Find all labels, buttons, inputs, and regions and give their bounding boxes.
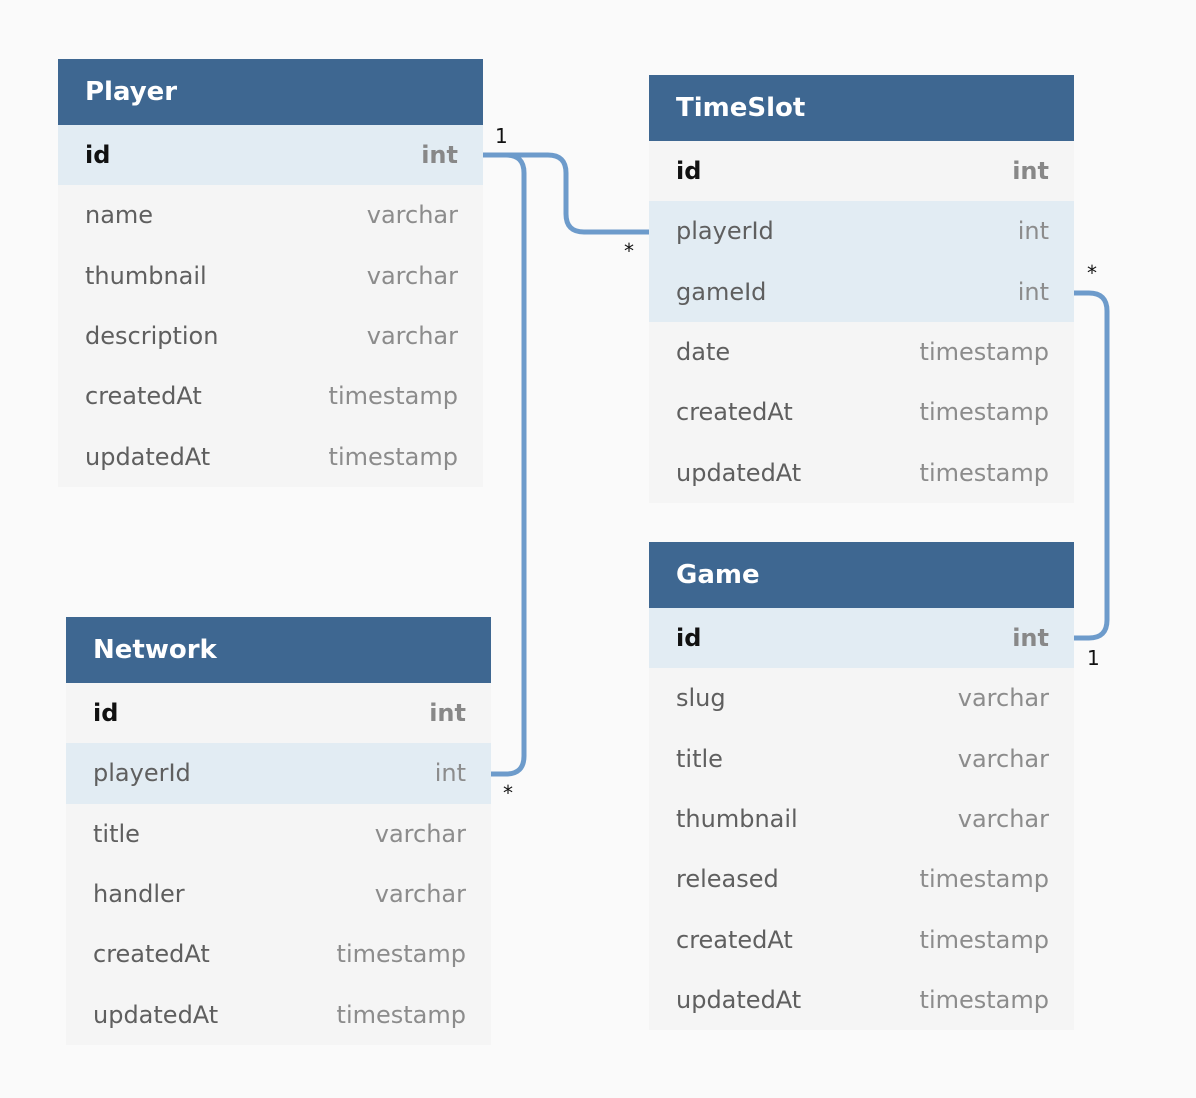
column-type: int <box>421 141 458 170</box>
column-name: updatedAt <box>676 985 802 1014</box>
column-type: int <box>1017 277 1049 306</box>
cardinality-timeslot-game-many: * <box>1087 261 1097 285</box>
column-name: id <box>676 157 702 186</box>
connector-player-timeslot[interactable] <box>480 152 652 235</box>
column-type: timestamp <box>919 458 1049 487</box>
table-row[interactable]: updatedAt timestamp <box>66 984 491 1044</box>
column-type: varchar <box>366 322 458 351</box>
table-row[interactable]: updatedAt timestamp <box>58 426 483 486</box>
table-header[interactable]: Game <box>649 542 1074 608</box>
table-row[interactable]: id int <box>649 608 1074 669</box>
column-name: date <box>676 338 731 367</box>
column-type: varchar <box>957 744 1049 773</box>
column-type: varchar <box>957 805 1049 834</box>
table-game[interactable]: Game id int slug varchar title varchar t… <box>649 542 1074 1031</box>
table-header[interactable]: Player <box>58 59 483 125</box>
column-type: timestamp <box>336 1000 466 1029</box>
table-row[interactable]: updatedAt timestamp <box>649 442 1074 502</box>
connector-player-network[interactable] <box>480 152 527 777</box>
column-type: int <box>1012 157 1049 186</box>
table-row[interactable]: playerId int <box>66 743 491 804</box>
table-row[interactable]: thumbnail varchar <box>58 246 483 306</box>
table-row[interactable]: description varchar <box>58 306 483 366</box>
table-row[interactable]: createdAt timestamp <box>649 909 1074 969</box>
table-row[interactable]: thumbnail varchar <box>649 789 1074 849</box>
column-name: createdAt <box>676 398 793 427</box>
table-row[interactable]: gameId int <box>649 261 1074 322</box>
table-row[interactable]: slug varchar <box>649 668 1074 728</box>
table-header[interactable]: TimeSlot <box>649 75 1074 141</box>
column-name: title <box>676 744 723 773</box>
table-row[interactable]: handler varchar <box>66 864 491 924</box>
column-type: timestamp <box>919 985 1049 1014</box>
column-type: int <box>1017 217 1049 246</box>
table-player[interactable]: Player id int name varchar thumbnail var… <box>58 59 483 487</box>
column-type: varchar <box>957 684 1049 713</box>
column-name: playerId <box>676 217 774 246</box>
table-row[interactable]: id int <box>649 141 1074 201</box>
column-name: title <box>93 819 140 848</box>
connector-timeslot-game[interactable] <box>1071 290 1110 641</box>
cardinality-player-timeslot-many: * <box>624 239 634 263</box>
column-type: varchar <box>366 201 458 230</box>
column-name: gameId <box>676 277 767 306</box>
column-name: createdAt <box>676 925 793 954</box>
table-row[interactable]: id int <box>58 125 483 186</box>
column-name: name <box>85 201 154 230</box>
column-type: timestamp <box>336 940 466 969</box>
cardinality-timeslot-game-one: 1 <box>1087 646 1100 670</box>
column-type: int <box>434 759 466 788</box>
column-name: updatedAt <box>93 1000 219 1029</box>
column-name: handler <box>93 880 185 909</box>
column-name: createdAt <box>93 940 210 969</box>
column-type: timestamp <box>919 398 1049 427</box>
column-name: slug <box>676 684 726 713</box>
table-row[interactable]: createdAt timestamp <box>58 366 483 426</box>
table-row[interactable]: title varchar <box>649 729 1074 789</box>
column-name: id <box>93 699 119 728</box>
column-name: updatedAt <box>85 442 211 471</box>
table-row[interactable]: title varchar <box>66 804 491 864</box>
table-row[interactable]: name varchar <box>58 185 483 245</box>
column-name: description <box>85 322 219 351</box>
column-type: timestamp <box>919 925 1049 954</box>
column-name: id <box>676 624 702 653</box>
column-name: updatedAt <box>676 458 802 487</box>
column-type: timestamp <box>919 338 1049 367</box>
table-row[interactable]: date timestamp <box>649 322 1074 382</box>
column-type: timestamp <box>919 865 1049 894</box>
table-row[interactable]: createdAt timestamp <box>66 924 491 984</box>
column-type: varchar <box>374 880 466 909</box>
column-name: id <box>85 141 111 170</box>
column-type: varchar <box>374 819 466 848</box>
table-header[interactable]: Network <box>66 617 491 683</box>
column-type: timestamp <box>328 382 458 411</box>
column-type: int <box>429 699 466 728</box>
table-timeslot[interactable]: TimeSlot id int playerId int gameId int … <box>649 75 1074 503</box>
column-name: thumbnail <box>676 805 798 834</box>
column-name: playerId <box>93 759 191 788</box>
column-name: thumbnail <box>85 261 207 290</box>
column-type: timestamp <box>328 442 458 471</box>
table-network[interactable]: Network id int playerId int title varcha… <box>66 617 491 1045</box>
column-name: released <box>676 865 779 894</box>
table-row[interactable]: id int <box>66 683 491 743</box>
column-type: int <box>1012 624 1049 653</box>
column-type: varchar <box>366 261 458 290</box>
table-row[interactable]: updatedAt timestamp <box>649 970 1074 1030</box>
cardinality-player-timeslot-one: 1 <box>495 124 508 148</box>
column-name: createdAt <box>85 382 202 411</box>
table-row[interactable]: released timestamp <box>649 849 1074 909</box>
table-row[interactable]: createdAt timestamp <box>649 382 1074 442</box>
cardinality-player-network-many: * <box>503 781 513 805</box>
table-row[interactable]: playerId int <box>649 201 1074 262</box>
